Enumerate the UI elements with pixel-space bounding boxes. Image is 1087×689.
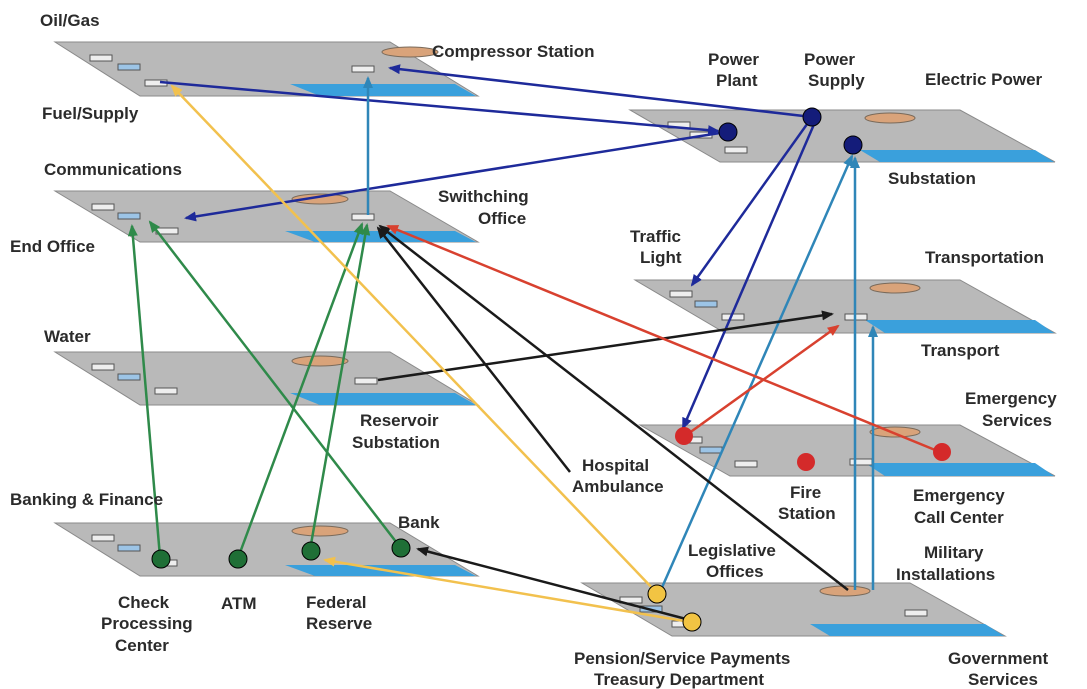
- layer-label-transportation: Transportation: [925, 248, 1044, 267]
- layer-label-communications: Communications: [44, 160, 182, 179]
- link-treasury-to-federal: [323, 556, 691, 624]
- node-substation: [843, 135, 863, 155]
- plane-communications: [53, 190, 480, 243]
- plane-oil-gas: [53, 41, 480, 97]
- node-federal-reserve: [301, 541, 321, 561]
- link-fuel-supply-to-power-plant: [159, 80, 720, 136]
- label-check-line1: Check: [118, 593, 170, 612]
- node-bank: [391, 538, 411, 558]
- label-legislative-line2: Offices: [706, 562, 764, 581]
- labels: Oil/Gas Electric Power Communications Tr…: [10, 11, 1057, 689]
- layer-label-government-line2: Services: [968, 670, 1038, 689]
- label-federal-line2: Reserve: [306, 614, 372, 633]
- label-switching-office-line1: Swithching: [438, 187, 529, 206]
- link-treasury-to-bank: [416, 546, 691, 622]
- link-power-supply-to-traffic-light: [690, 119, 812, 287]
- link-reservoir-to-transport: [377, 310, 834, 382]
- node-fire-station: [797, 453, 815, 471]
- plane-water: [53, 351, 480, 406]
- node-call-center: [933, 443, 951, 461]
- layer-label-government-line1: Government: [948, 649, 1048, 668]
- link-atm-to-switching: [236, 222, 364, 559]
- label-fuel-supply: Fuel/Supply: [42, 104, 139, 123]
- link-hospital-to-switching: [376, 226, 571, 473]
- link-bank-to-end-office: [148, 220, 401, 548]
- label-power-plant-line1: Power: [708, 50, 759, 69]
- label-power-supply-line2: Supply: [808, 71, 865, 90]
- label-pension-line2: Treasury Department: [594, 670, 764, 689]
- link-call-center-to-switching: [386, 224, 941, 454]
- label-pension-line1: Pension/Service Payments: [574, 649, 790, 668]
- node-power-plant: [718, 122, 738, 142]
- label-switching-office-line2: Office: [478, 209, 526, 228]
- layer-label-water: Water: [44, 327, 91, 346]
- node-treasury: [682, 612, 702, 632]
- plane-emergency-services: [638, 424, 1056, 477]
- link-hospital-to-transport: [684, 324, 840, 438]
- label-legislative-line1: Legislative: [688, 541, 776, 560]
- label-fire-station-line2: Station: [778, 504, 836, 523]
- label-check-line3: Center: [115, 636, 169, 655]
- link-check-to-end-office: [127, 224, 162, 558]
- link-legislative-to-fuel-supply: [170, 84, 657, 593]
- label-bank: Bank: [398, 513, 440, 532]
- label-hospital-line1: Hospital: [582, 456, 649, 475]
- layer-label-emergency-line1: Emergency: [965, 389, 1057, 408]
- label-reservoir-line2: Substation: [352, 433, 440, 452]
- node-legislative: [647, 584, 667, 604]
- layer-label-emergency-line2: Services: [982, 411, 1052, 430]
- links: [127, 64, 941, 624]
- label-call-center-line1: Emergency: [913, 486, 1005, 505]
- label-substation: Substation: [888, 169, 976, 188]
- label-compressor-station: Compressor Station: [432, 42, 594, 61]
- link-military-to-switching: [378, 224, 849, 591]
- label-traffic-light-line1: Traffic: [630, 227, 681, 246]
- label-power-plant-line2: Plant: [716, 71, 758, 90]
- layer-label-banking-finance: Banking & Finance: [10, 490, 163, 509]
- label-federal-line1: Federal: [306, 593, 366, 612]
- label-military-line1: Military: [924, 543, 984, 562]
- label-transport: Transport: [921, 341, 1000, 360]
- link-power-supply-to-compressor: [388, 64, 813, 119]
- layer-label-oil-gas: Oil/Gas: [40, 11, 100, 30]
- node-power-supply: [802, 107, 822, 127]
- label-fire-station-line1: Fire: [790, 483, 821, 502]
- node-atm: [228, 549, 248, 569]
- label-end-office: End Office: [10, 237, 95, 256]
- link-power-supply-to-hospital: [681, 121, 817, 430]
- label-atm: ATM: [221, 594, 257, 613]
- nodes: [151, 107, 951, 632]
- label-power-supply-line1: Power: [804, 50, 855, 69]
- node-check-processing: [151, 549, 171, 569]
- label-military-line2: Installations: [896, 565, 995, 584]
- label-call-center-line2: Call Center: [914, 508, 1004, 527]
- label-reservoir-line1: Reservoir: [360, 411, 439, 430]
- label-check-line2: Processing: [101, 614, 193, 633]
- node-hospital: [675, 427, 693, 445]
- link-legislative-to-substation: [658, 154, 854, 593]
- plane-transportation: [633, 279, 1057, 334]
- label-traffic-light-line2: Light: [640, 248, 682, 267]
- link-power-plant-to-end-office: [184, 130, 727, 222]
- layer-label-electric-power: Electric Power: [925, 70, 1043, 89]
- label-hospital-line2: Ambulance: [572, 477, 664, 496]
